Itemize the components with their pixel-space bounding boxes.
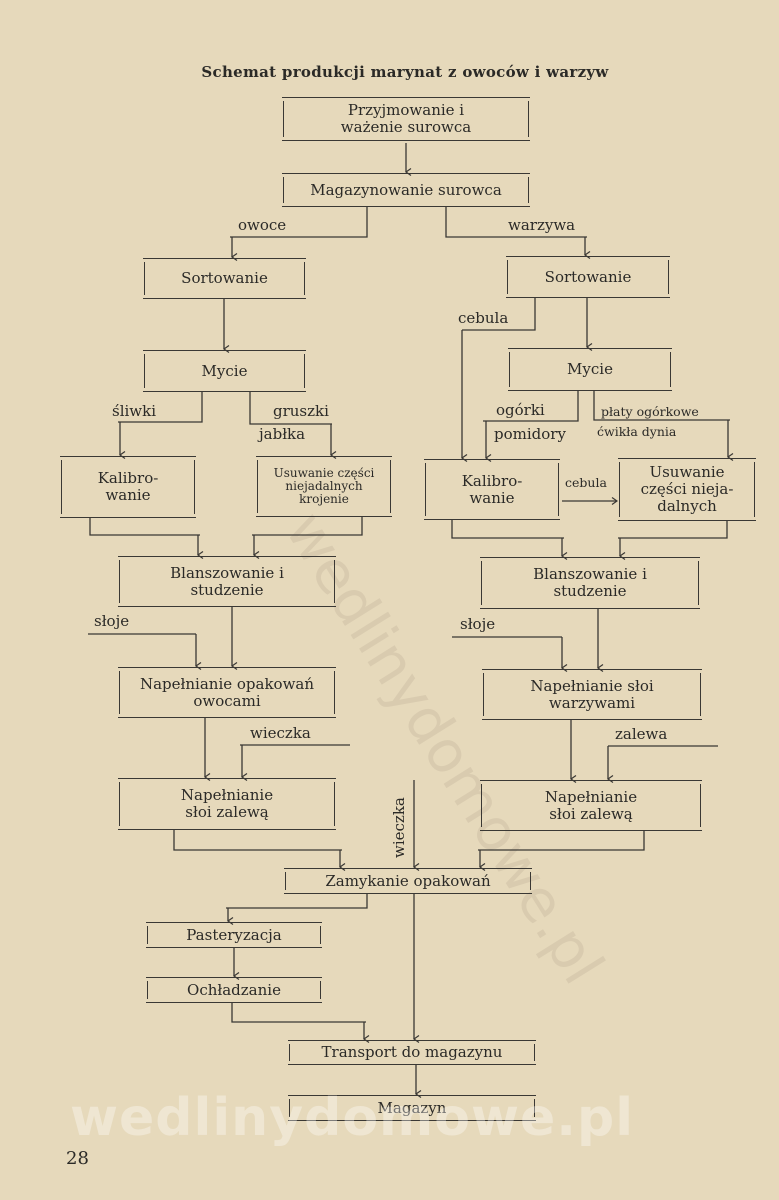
box-blanching-fruit: Blanszowanie i studzenie (118, 556, 336, 607)
box-label: Kalibro- wanie (461, 471, 523, 507)
box-storage: Magazynowanie surowca (282, 173, 530, 207)
box-label: Blanszowanie i studzenie (533, 565, 647, 600)
line (173, 830, 342, 851)
box-sort-fruit: Sortowanie (143, 258, 306, 299)
box-label: Sortowanie (181, 269, 268, 287)
label-vegetables: warzywa (508, 216, 576, 234)
box-sort-veg: Sortowanie (506, 256, 670, 298)
box-label: Napełnianie słoi zalewą (544, 787, 638, 823)
label-cucumber-slices: płaty ogórkowe (601, 404, 699, 419)
box-label: Kalibro- wanie (97, 469, 159, 504)
box-brine-fruit: Napełnianie słoi zalewą (118, 778, 336, 830)
box-filling-fruit: Napełnianie opakowań owocami (118, 667, 336, 718)
line (478, 831, 645, 851)
label-onion: cebula (458, 309, 509, 327)
box-label: Napełnianie słoi warzywami (530, 676, 654, 712)
box-filling-veg: Napełnianie słoi warzywami (482, 669, 702, 720)
line (593, 391, 730, 421)
box-calibration-veg: Kalibro- wanie (424, 459, 560, 520)
line (231, 1003, 366, 1023)
line (226, 894, 368, 909)
box-label: Napełnianie słoi zalewą (180, 786, 274, 821)
label-fruit: owoce (238, 216, 287, 234)
line (89, 518, 200, 536)
label-tomatoes: pomidory (494, 425, 566, 443)
box-wash-veg: Mycie (508, 348, 672, 391)
watermark: wedlinydomowe.pl (70, 1088, 635, 1148)
box-label: Mycie (567, 360, 613, 378)
page-title: Schemat produkcji marynat z owoców i war… (201, 63, 609, 81)
box-blanching-veg: Blanszowanie i studzenie (480, 557, 700, 609)
box-wash-fruit: Mycie (143, 350, 306, 392)
box-label: Mycie (201, 361, 248, 380)
label-cucumbers: ogórki (496, 401, 545, 419)
box-label: Blanszowanie i studzenie (170, 563, 284, 599)
line (445, 207, 587, 238)
box-label: Zamykanie opakowań (325, 871, 491, 890)
box-warehouse: Magazyn (288, 1095, 536, 1121)
label-apples: jabłka (259, 425, 306, 443)
label-brine: zalewa (615, 725, 668, 743)
line (252, 517, 363, 536)
box-transport: Transport do magazynu (288, 1040, 536, 1065)
line (618, 521, 728, 539)
box-label: Transport do magazynu (321, 1043, 503, 1061)
label-jars-2: słoje (460, 615, 496, 633)
line (249, 392, 332, 425)
box-label: Magazynowanie surowca (310, 180, 502, 199)
box-pasteurization: Pasteryzacja (146, 922, 322, 948)
box-label: Napełnianie opakowań owocami (139, 674, 315, 710)
box-label: Sortowanie (544, 267, 632, 286)
box-label: Magazyn (377, 1098, 447, 1117)
label-pears: gruszki (273, 402, 329, 420)
box-receiving: Przyjmowanie i ważenie surowca (282, 97, 530, 141)
line (230, 207, 368, 238)
box-label: Pasteryzacja (186, 925, 282, 944)
line (451, 520, 564, 539)
box-cooling: Ochładzanie (146, 977, 322, 1003)
label-plums: śliwki (112, 402, 157, 420)
label-lids: wieczka (250, 724, 311, 742)
box-label: Przyjmowanie i ważenie surowca (340, 101, 472, 136)
label-beet-pumpkin: ćwikła dynia (597, 424, 677, 439)
line (118, 392, 203, 423)
box-label: Ochładzanie (187, 980, 281, 999)
box-calibration-fruit: Kalibro- wanie (60, 456, 196, 518)
box-closing: Zamykanie opakowań (284, 868, 532, 894)
box-removal-fruit: Usuwanie części niejadalnych krojenie (256, 456, 392, 517)
box-removal-veg: Usuwanie części nieja- dalnych (618, 458, 756, 521)
label-onion-2: cebula (565, 475, 607, 490)
box-label: Usuwanie części niejadalnych krojenie (273, 466, 375, 506)
line (483, 391, 579, 422)
label-jars: słoje (94, 612, 130, 630)
box-brine-veg: Napełnianie słoi zalewą (480, 780, 702, 831)
page-number: 28 (66, 1148, 89, 1169)
label-lids-vertical: wieczka (390, 797, 408, 858)
line (462, 298, 536, 331)
box-label: Usuwanie części nieja- dalnych (640, 463, 734, 515)
